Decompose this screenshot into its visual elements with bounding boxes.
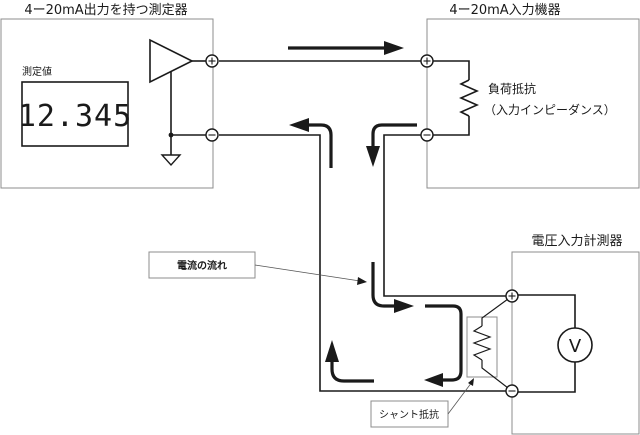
- meter-top-wire: [518, 294, 576, 328]
- leader-arrow-icon: [468, 378, 474, 386]
- transmitter-title: 4ー20mA出力を持つ測定器: [24, 3, 187, 18]
- leader-line: [254, 264, 361, 282]
- shunt-resistor: [466, 295, 513, 392]
- callout-box: [148, 251, 256, 279]
- receiver-title: 4ー20mA入力機器: [449, 3, 560, 18]
- shunt-callout: シャント抵抗: [370, 378, 474, 428]
- transmitter-device: 4ー20mA出力を持つ測定器 測定値 12.345: [0, 3, 214, 189]
- arrow-icon: [289, 118, 333, 168]
- terminal-plus: [420, 54, 434, 68]
- current-flow-arrows: [288, 41, 463, 387]
- amplifier-icon: [149, 38, 194, 84]
- current-flow-label: 電流の流れ: [177, 259, 227, 272]
- resistor-icon: [472, 325, 492, 361]
- receiver-box: [426, 18, 640, 189]
- terminal-plus: [205, 54, 219, 68]
- arrow-icon: [424, 304, 463, 387]
- receiver-minus-line: [383, 134, 506, 297]
- load-impedance-label: （入力インピーダンス）: [484, 102, 616, 117]
- terminal-minus: [505, 384, 519, 398]
- arrow-icon: [288, 41, 404, 55]
- shunt-top-lead: [481, 295, 513, 326]
- loop-wiring: [219, 60, 506, 392]
- return-line: [219, 134, 506, 392]
- display-label: 測定値: [22, 65, 52, 78]
- current-flow-callout: 電流の流れ: [148, 251, 367, 285]
- shunt-bottom-lead: [481, 360, 513, 392]
- arrow-icon: [325, 340, 374, 383]
- voltmeter-icon: [557, 327, 593, 363]
- load-bottom-wire: [433, 116, 470, 136]
- transmitter-box: [0, 18, 214, 189]
- arrow-icon: [371, 262, 414, 313]
- display-value: 12.345: [18, 99, 132, 134]
- voltmeter-box: [511, 251, 640, 435]
- terminal-plus: [505, 289, 519, 303]
- leader-arrow-icon: [357, 277, 367, 285]
- load-label: 負荷抵抗: [488, 81, 536, 96]
- terminals: [205, 54, 519, 398]
- ground-icon: [160, 154, 182, 167]
- voltmeter-symbol: V: [569, 336, 582, 357]
- resistor-icon: [459, 79, 479, 117]
- terminal-minus: [205, 128, 219, 142]
- arrow-icon: [366, 123, 417, 167]
- voltmeter-device: 電圧入力計測器 V: [511, 233, 640, 435]
- display-panel: [21, 81, 129, 147]
- shunt-label: シャント抵抗: [379, 408, 439, 421]
- load-top-wire: [433, 60, 470, 80]
- terminal-minus: [420, 128, 434, 142]
- leader-line: [447, 381, 473, 415]
- voltmeter-title: 電圧入力計測器: [531, 233, 622, 249]
- receiver-device: 4ー20mA入力機器 負荷抵抗 （入力インピーダンス）: [426, 3, 640, 189]
- meter-bottom-wire: [518, 362, 576, 393]
